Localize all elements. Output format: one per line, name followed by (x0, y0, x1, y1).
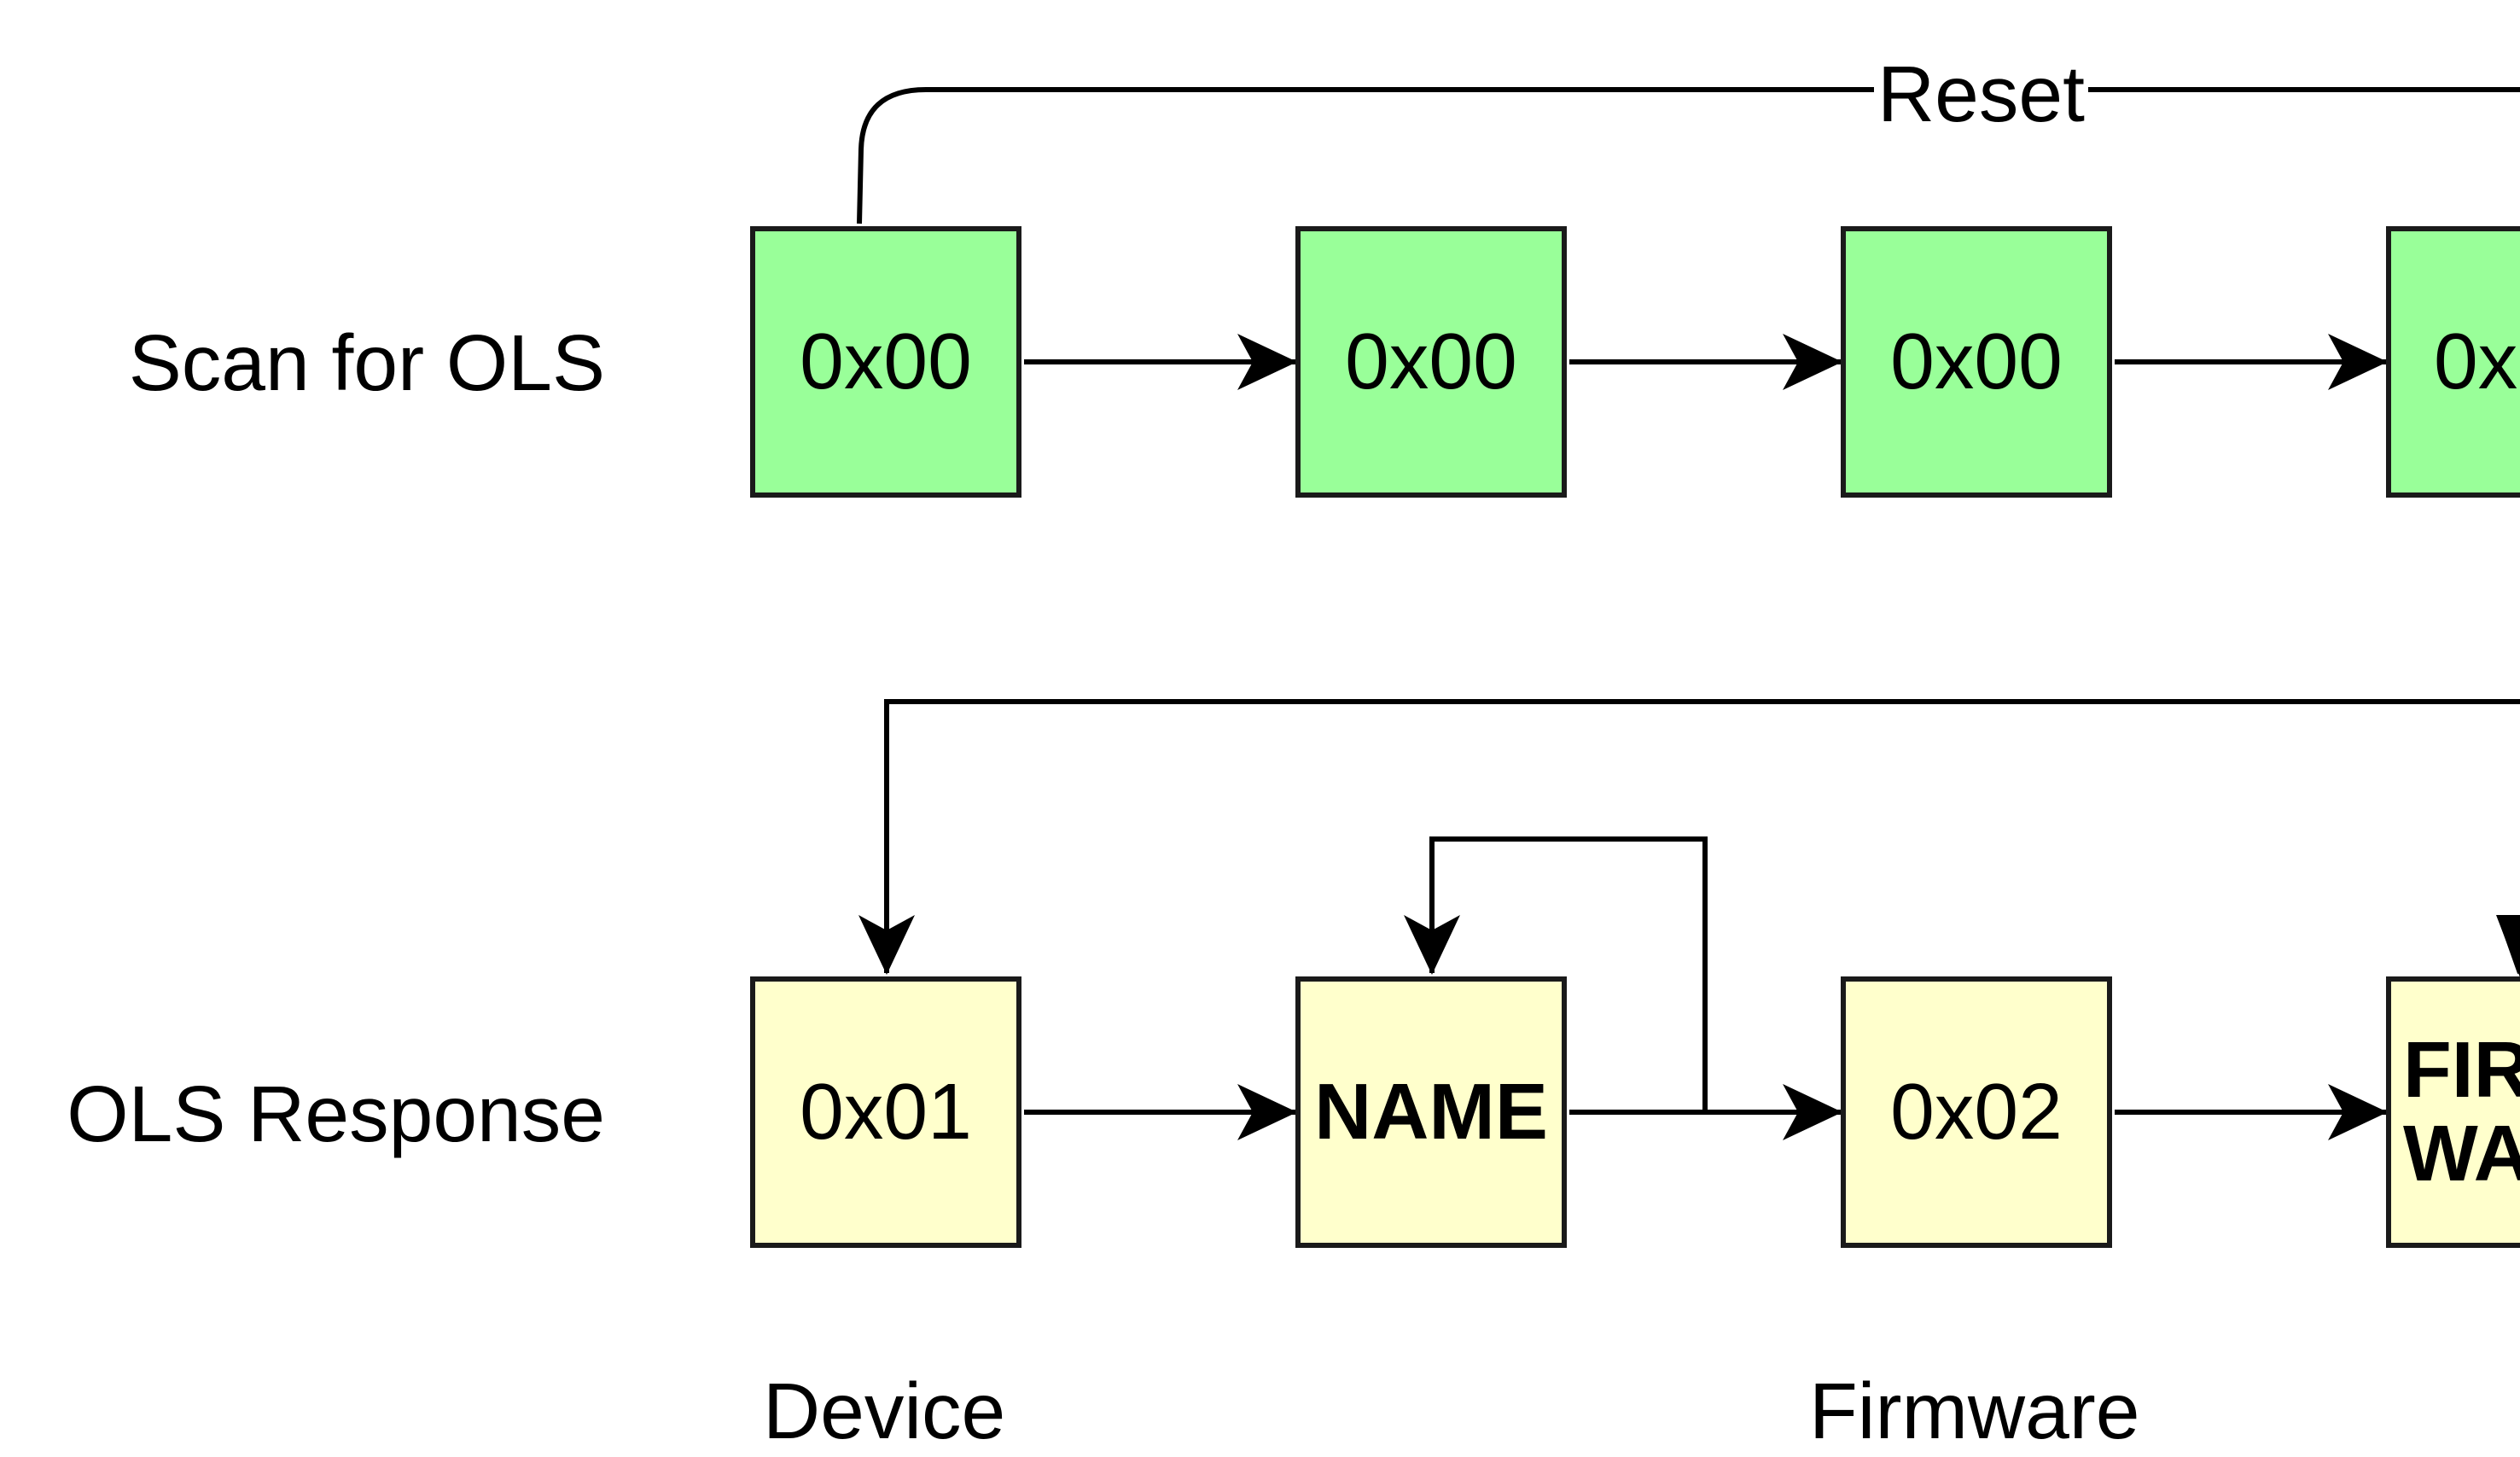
scan-box-2-label: 0x00 (1345, 317, 1517, 406)
scan-box-1: 0x00 (750, 226, 1021, 498)
name-box: NAME (1295, 976, 1567, 1248)
firmware-version-box-label: 0x02 (1890, 1067, 2063, 1157)
scan-box-2: 0x00 (1295, 226, 1567, 498)
name-repeat-connector (1404, 836, 1708, 1112)
device-box-label: 0x01 (800, 1067, 972, 1157)
scan-box-1-label: 0x00 (800, 317, 972, 406)
firmware-caption: Firmware (1809, 1367, 2140, 1455)
response-row-label: OLS Response (67, 1069, 605, 1158)
scan-box-3-label: 0x00 (1890, 317, 2063, 406)
firmware-name-box-label: FIR WA (2403, 1025, 2520, 1198)
firmware-name-box: FIR WA (2386, 976, 2520, 1248)
scan-row-label: Scan for OLS (128, 318, 605, 407)
scan-box-4-label: 0x (2434, 317, 2518, 406)
name-box-label: NAME (1314, 1067, 1548, 1157)
firmware-entry-arrowhead (2496, 915, 2520, 977)
reset-label: Reset (1874, 49, 2088, 140)
reset-connector (857, 87, 2520, 224)
scan-box-4: 0x (2386, 226, 2520, 498)
firmware-version-box: 0x02 (1841, 976, 2112, 1248)
response-loop-connector (858, 699, 2520, 975)
device-caption: Device (763, 1367, 1006, 1455)
device-box: 0x01 (750, 976, 1021, 1248)
scan-box-3: 0x00 (1841, 226, 2112, 498)
